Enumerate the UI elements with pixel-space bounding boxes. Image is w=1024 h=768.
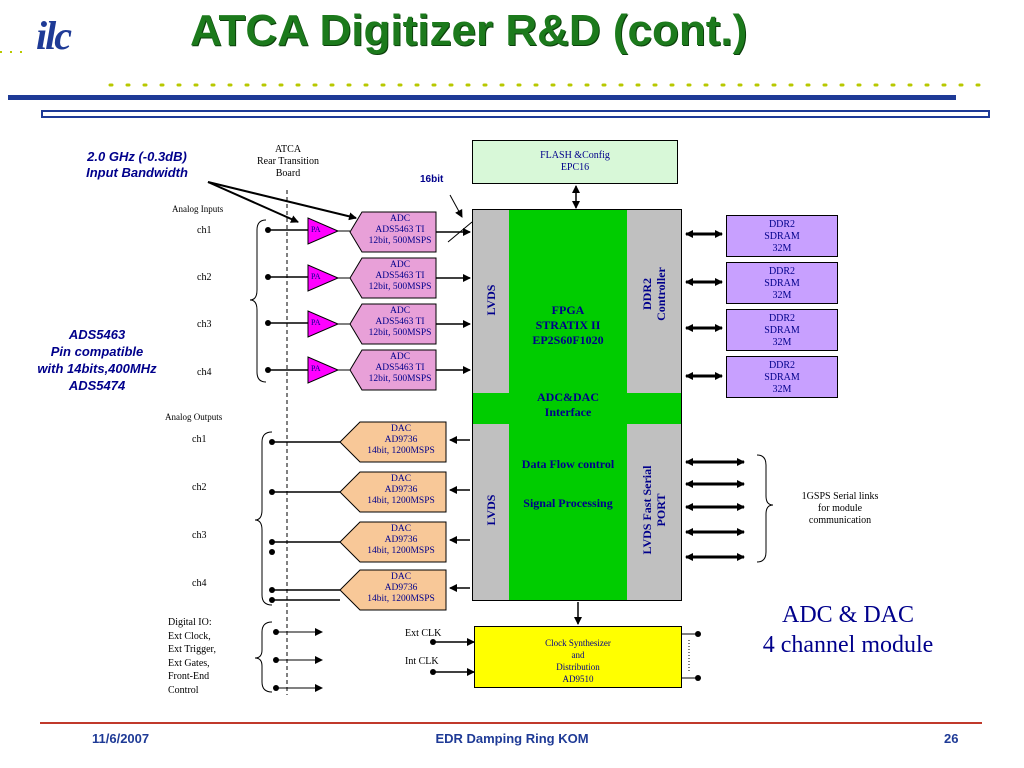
lvds-in-panel bbox=[473, 210, 509, 393]
clock-connections bbox=[430, 631, 701, 681]
ddr2-controller-panel bbox=[627, 210, 681, 393]
input-channel-label: ch3 bbox=[197, 319, 212, 330]
dac-chain-4 bbox=[269, 569, 470, 611]
preamp-label: PA bbox=[311, 225, 321, 234]
adc-chain-1 bbox=[265, 211, 471, 253]
lvds-out-label: LVDS bbox=[484, 494, 498, 526]
output-channel-label: ch1 bbox=[192, 434, 207, 445]
dac-chain-3 bbox=[269, 521, 470, 563]
preamp-label: PA bbox=[311, 318, 321, 327]
ext-clk-label: Ext CLK bbox=[405, 628, 442, 639]
analog-outputs-label: Analog Outputs bbox=[165, 412, 223, 422]
footer-page-number: 26 bbox=[944, 731, 959, 746]
footer-event: EDR Damping Ring KOM bbox=[435, 731, 589, 746]
input-channel-label: ch2 bbox=[197, 272, 212, 283]
footer-date: 11/6/2007 bbox=[92, 731, 150, 746]
output-channel-label: ch2 bbox=[192, 482, 207, 493]
ads5463-compat-note: ADS5463 Pin compatible with 14bits,400MH… bbox=[37, 327, 157, 393]
slide-title: ATCA Digitizer R&D (cont.) bbox=[190, 6, 748, 55]
preamp-label: PA bbox=[311, 272, 321, 281]
dac-chain-1 bbox=[269, 421, 470, 463]
ilc-logo: ilc bbox=[36, 13, 72, 58]
lvds-serial-panel bbox=[627, 424, 681, 600]
analog-inputs-label: Analog Inputs bbox=[172, 204, 224, 214]
input-channel-label: ch1 bbox=[197, 225, 212, 236]
adc-chain-4 bbox=[265, 349, 471, 391]
serial-links bbox=[685, 458, 745, 561]
dac-chain-2 bbox=[269, 471, 470, 513]
input-channel-label: ch4 bbox=[197, 367, 212, 378]
adc-chain-2 bbox=[265, 257, 471, 299]
adc-chain-3 bbox=[265, 303, 471, 345]
header-decoration bbox=[0, 51, 992, 118]
adc-chains bbox=[265, 211, 473, 391]
lvds-out-panel bbox=[473, 424, 509, 600]
atca-rtm-label: ATCA Rear Transition Board bbox=[257, 144, 319, 179]
preamp-label: PA bbox=[311, 364, 321, 373]
bandwidth-note: 2.0 GHz (-0.3dB) Input Bandwidth bbox=[86, 149, 188, 180]
dac-chains bbox=[269, 421, 470, 611]
lvds-in-label: LVDS bbox=[484, 284, 498, 316]
signal-processing-label: Signal Processing bbox=[523, 496, 613, 510]
channel-braces bbox=[249, 219, 774, 693]
bandwidth-pointer-arrows bbox=[207, 181, 463, 223]
data-flow-label: Data Flow control bbox=[521, 457, 615, 471]
digital-io-arrows bbox=[273, 628, 323, 692]
bus-width-label: 16bit bbox=[420, 174, 444, 185]
output-channel-label: ch4 bbox=[192, 578, 207, 589]
ddr2-links bbox=[685, 230, 723, 380]
output-channel-label: ch3 bbox=[192, 530, 207, 541]
digital-io-label: Digital IO:Ext Clock,Ext Trigger, Ext Ga… bbox=[168, 617, 216, 696]
int-clk-label: Int CLK bbox=[405, 656, 439, 667]
